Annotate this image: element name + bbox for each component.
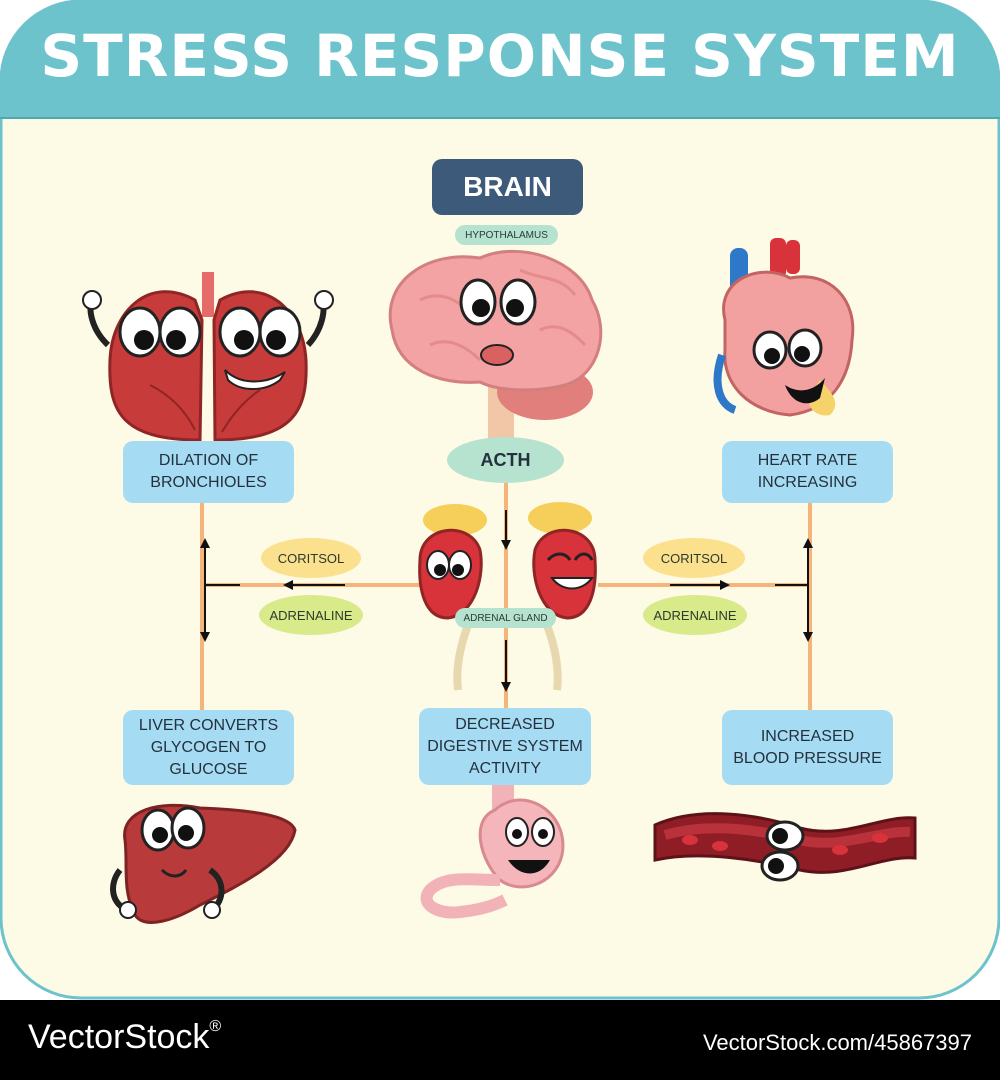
- lungs-illustration: [82, 272, 334, 442]
- brain-label-box: BRAIN: [432, 159, 583, 215]
- stomach-illustration: [420, 785, 565, 919]
- vectorstock-logo: VectorStock®: [28, 1018, 221, 1057]
- acth-pill: ACTH: [447, 437, 564, 483]
- blood-pressure-box: INCREASED BLOOD PRESSURE: [722, 710, 893, 785]
- brain-illustration: [388, 249, 603, 460]
- adrenal-gland-tag: ADRENAL GLAND: [455, 608, 556, 628]
- page-title: STRESS RESPONSE SYSTEM: [40, 22, 960, 90]
- left-adrenaline-pill: ADRENALINE: [259, 595, 363, 635]
- liver-box: LIVER CONVERTS GLYCOGEN TO GLUCOSE: [123, 710, 294, 785]
- left-cortisol-pill: CORITSOL: [261, 538, 361, 578]
- bronchioles-box: DILATION OF BRONCHIOLES: [123, 441, 294, 503]
- registered-mark: ®: [209, 1018, 222, 1035]
- vectorstock-url: VectorStock.com/45867397: [702, 1030, 972, 1055]
- illustrations: [82, 238, 917, 924]
- right-adrenaline-pill: ADRENALINE: [643, 595, 747, 635]
- heart-rate-box: HEART RATE INCREASING: [722, 441, 893, 503]
- heart-illustration: [713, 238, 855, 417]
- blood-vessel-illustration: [653, 812, 917, 882]
- right-cortisol-pill: CORITSOL: [643, 538, 745, 578]
- watermark-bar: [0, 1000, 1000, 1080]
- connectors: [200, 478, 813, 710]
- adrenal-gland-illustration: [418, 502, 597, 691]
- liver-illustration: [110, 803, 297, 924]
- vectorstock-brand-text: VectorStock: [28, 1018, 210, 1056]
- hypothalamus-tag: HYPOTHALAMUS: [455, 225, 558, 245]
- digestive-box: DECREASED DIGESTIVE SYSTEM ACTIVITY: [419, 708, 591, 785]
- header-band: [1, 1, 999, 118]
